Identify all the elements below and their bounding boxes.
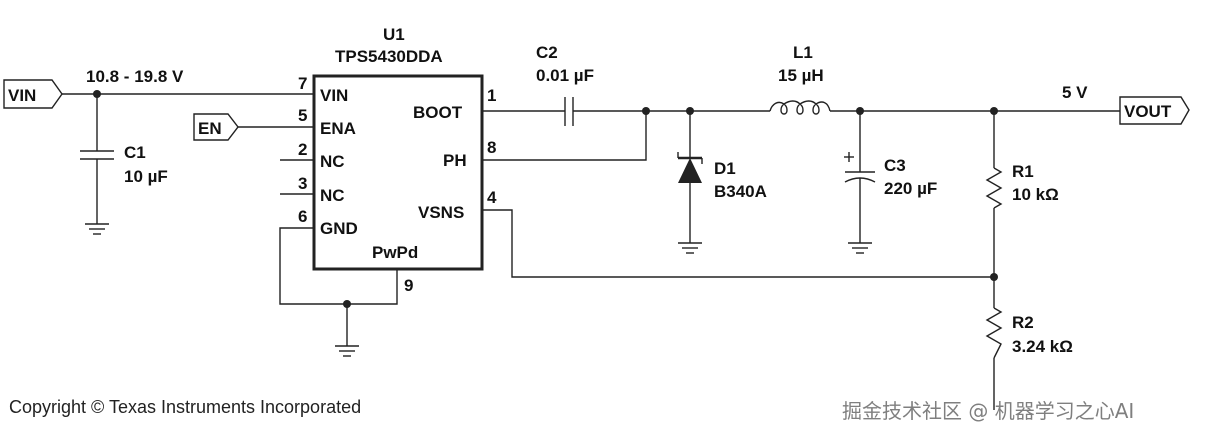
pin-8-num: 8 — [487, 138, 496, 157]
pin-2-num: 2 — [298, 140, 307, 159]
pin-gnd-name: GND — [320, 219, 358, 238]
copyright-notice: Copyright © Texas Instruments Incorporat… — [9, 397, 361, 417]
input-voltage-range: 10.8 - 19.8 V — [86, 67, 184, 86]
vout-port-label: VOUT — [1124, 102, 1172, 121]
capacitor-c3 — [844, 111, 876, 254]
c3-value: 220 µF — [884, 179, 937, 198]
pin-4-num: 4 — [487, 188, 497, 207]
c1-ref: C1 — [124, 143, 146, 162]
r1-ref: R1 — [1012, 162, 1034, 181]
ic-ground-wiring — [279, 227, 398, 357]
c2-value: 0.01 µF — [536, 66, 594, 85]
capacitor-c2 — [564, 97, 646, 126]
en-port-label: EN — [198, 119, 222, 138]
watermark: 掘金技术社区 @ 机器学习之心AI — [842, 399, 1134, 423]
inductor-l1 — [769, 100, 1120, 115]
pin-pwpd-name: PwPd — [372, 243, 418, 262]
pin-3-num: 3 — [298, 174, 307, 193]
resistor-r1 — [985, 111, 1003, 308]
pin-ena-name: ENA — [320, 119, 356, 138]
vout-port: VOUT — [1119, 96, 1190, 125]
pin-9-num: 9 — [404, 276, 413, 295]
pin-nc2-name: NC — [320, 186, 345, 205]
pin-ph-name: PH — [443, 151, 467, 170]
pin-vsns-name: VSNS — [418, 203, 464, 222]
r2-ref: R2 — [1012, 313, 1034, 332]
en-port: EN — [193, 113, 239, 141]
pin-5-num: 5 — [298, 106, 307, 125]
c3-ref: C3 — [884, 156, 906, 175]
pin-6-num: 6 — [298, 207, 307, 226]
pin-1-num: 1 — [487, 86, 496, 105]
l1-value: 15 µH — [778, 66, 824, 85]
diode-d1 — [677, 111, 703, 254]
output-voltage: 5 V — [1062, 83, 1088, 102]
vsns-feedback-wire — [482, 209, 994, 278]
pin-7-num: 7 — [298, 74, 307, 93]
pin-nc1-name: NC — [320, 152, 345, 171]
pin-boot-name: BOOT — [413, 103, 463, 122]
d1-ref: D1 — [714, 159, 736, 178]
feedback-junction — [990, 273, 998, 281]
resistor-r2 — [985, 307, 1003, 410]
r2-value: 3.24 kΩ — [1012, 337, 1073, 356]
vin-port-label: VIN — [8, 86, 36, 105]
r1-value: 10 kΩ — [1012, 185, 1059, 204]
l1-ref: L1 — [793, 43, 813, 62]
d1-value: B340A — [714, 182, 767, 201]
c1-value: 10 µF — [124, 167, 168, 186]
c2-ref: C2 — [536, 43, 558, 62]
ic-part-number: TPS5430DDA — [335, 47, 443, 66]
capacitor-c1 — [80, 94, 114, 235]
pin-vin-name: VIN — [320, 86, 348, 105]
vin-port: VIN — [3, 79, 63, 109]
ic-ref: U1 — [383, 25, 405, 44]
ic-u1-body — [312, 74, 484, 271]
ph-wire — [482, 111, 647, 161]
